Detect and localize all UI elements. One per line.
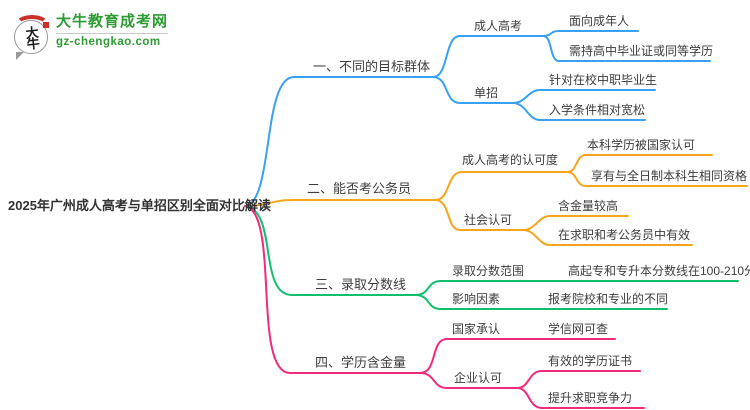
branch4-child2-label: 企业认可 [454,371,503,385]
branch1-child2-leaf1-label: 针对在校中职毕业生 [549,73,658,87]
branch4-child2-leaf2-label: 提升求职竞争力 [548,391,633,405]
root-topic-title: 2025年广州成人高考与单招区别全面对比解读 [8,198,271,213]
branch4-connectors [244,205,645,409]
branch4-label: 四、学历含金量 [315,355,407,370]
logo-bubble-tail-icon [16,52,24,60]
logo-mark-text: 大牛 [22,25,40,49]
branch1-label: 一、不同的目标群体 [313,59,431,74]
branch2-child1-leaf2-label: 享有与全日制本科生相同资格 [591,169,748,183]
branch1-child1-leaf2-label: 需持高中毕业证或同等学历 [569,44,714,58]
branch2-child1-leaf1-label: 本科学历被国家认可 [587,138,696,152]
site-url: gz-chengkao.com [56,36,161,48]
branch3-label: 三、录取分数线 [315,277,407,292]
branch3-child1-label: 录取分数范围 [452,264,525,278]
branch3-child1-leaf1-label: 高起专和专升本分数线在100-210分 [568,264,750,278]
branch3-child2-leaf1-label: 报考院校和专业的不同 [548,292,669,306]
logo-bubble-icon: 大牛 [14,15,49,60]
branch2-child1-label: 成人高考的认可度 [462,153,559,167]
branch4-child2-leaf1-label: 有效的学历证书 [548,354,633,368]
branch3-connectors [244,205,739,310]
site-logo: 大牛 大牛教育成考网 gz-chengkao.com [14,12,169,60]
branch3-child2-label: 影响因素 [452,292,501,306]
branch1-child1-label: 成人高考 [474,19,523,33]
branch2-connectors [244,154,748,246]
logo-seal-icon [43,22,49,28]
logo-divider [56,33,169,34]
branch1-child2-leaf2-label: 入学条件相对宽松 [549,103,646,117]
branch1-connectors [244,30,711,207]
branch2-child2-label: 社会认可 [464,213,513,227]
branch4-child1-leaf1-label: 学信网可查 [548,322,609,336]
branch2-child2-leaf1-label: 含金量较高 [558,199,619,213]
branch1-child2-label: 单招 [474,86,499,100]
logo-red-arc-icon [15,15,49,35]
branch1-child1-leaf1-label: 面向成年人 [569,14,630,28]
branch4-child1-label: 国家承认 [452,322,501,336]
branch2-label: 二、能否考公务员 [307,181,412,196]
branch2-child2-leaf2-label: 在求职和考公务员中有效 [558,228,691,242]
site-name: 大牛教育成考网 [56,13,169,30]
